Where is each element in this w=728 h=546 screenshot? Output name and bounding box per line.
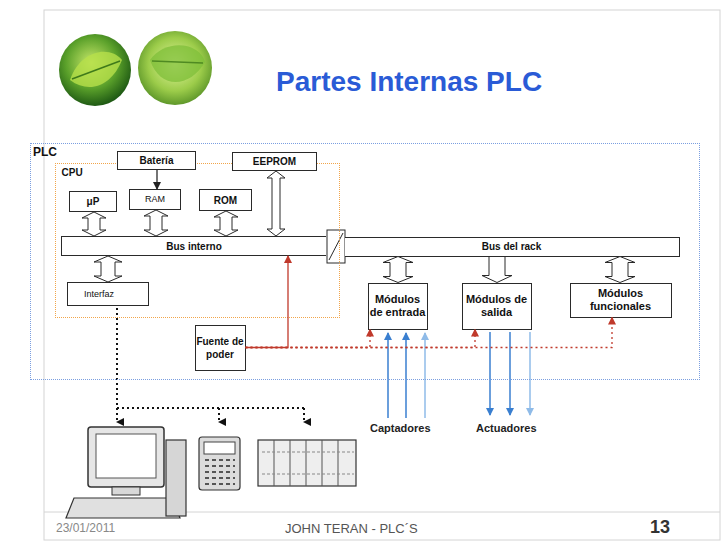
slide-frame [44,10,720,540]
slide-title: Partes Internas PLC [276,66,542,98]
bus-bar: Bus del rack [345,237,680,257]
leaf-image [138,31,212,105]
module-box: Módulos de entrada [368,283,428,330]
interface-link [117,308,304,408]
sensor-signal [424,333,426,418]
io-label: Captadores [370,422,431,434]
io-label: Actuadores [476,422,537,434]
plc-rack [258,440,356,486]
programmer-console [199,437,240,490]
leaf-shape [150,45,205,82]
programmer-keys [205,460,235,484]
battery-box: Batería [117,151,196,170]
bus-arrow [82,212,106,236]
leaf-vein [152,61,203,63]
node-label: Bus interno [166,241,222,252]
memory-box: RAM [129,189,181,210]
computer-stand [112,487,140,495]
plc-rack-terminals [262,452,354,474]
node-label: Bus del rack [482,241,541,252]
footer-date: 23/01/2011 [56,521,115,535]
bus-arrow [383,257,413,283]
module-box: Módulos de salida [462,283,532,330]
computer-screen [96,434,156,478]
node-label: Módulos de entrada [369,293,427,319]
sensor-signal [405,333,407,418]
computer-keyboard [66,498,180,518]
node-label: PLC [33,145,57,159]
bus-divider-slash [329,233,343,260]
processor-box: μP [69,191,117,212]
computer-monitor [88,427,164,487]
interface-box: Interfaz [67,282,149,306]
interface-link [218,408,220,422]
bus-bar: Bus interno [61,236,326,256]
power-line [246,256,289,348]
sensor-signal [387,333,389,418]
footer-author: JOHN TERAN - PLC´S [285,521,418,536]
bus-divider [327,230,345,263]
node-label: Módulos de salida [463,293,531,319]
node-label: EEPROM [253,155,296,168]
power-supply-box: Fuente de poder [195,325,246,371]
interface-link [303,408,305,422]
memory-box: EEPROM [232,152,317,171]
node-label: ROM [214,194,237,207]
programmer-display [204,442,235,454]
leaf-image [59,34,131,106]
bus-arrow [605,257,635,283]
bus-arrow [267,171,285,236]
page-number: 13 [650,517,670,538]
bus-arrow [482,257,512,283]
node-label: CPU [62,167,83,178]
node-label: RAM [145,193,165,206]
node-label: Fuente de poder [196,335,245,361]
cpu-frame: CPUBateríaEEPROMμPRAMROMBus internoInter… [55,163,340,318]
node-label: Batería [140,154,174,167]
bus-arrow [94,256,122,282]
power-line [246,330,371,348]
supply-arrow [156,170,157,189]
node-label: μP [87,195,100,208]
actuator-signal [509,332,511,415]
power-line [246,330,476,348]
bus-arrow [144,210,168,236]
plc-frame: PLC CPU Batería EEPROM μP RAM ROM Bus internoIn… [30,143,700,380]
power-line [246,318,613,348]
module-box: Módulos funcionales [570,283,672,318]
leaf-shape [70,52,122,87]
bus-arrow [214,211,238,236]
memory-box: ROM [199,189,252,211]
node-label: Interfaz [84,288,114,301]
actuator-signal [489,332,491,415]
leaf-vein [72,61,120,79]
interface-link [116,408,118,422]
plc-rack-slots [274,440,338,486]
actuator-signal [529,332,531,415]
computer-tower [166,440,186,516]
node-label: Módulos funcionales [571,287,671,313]
